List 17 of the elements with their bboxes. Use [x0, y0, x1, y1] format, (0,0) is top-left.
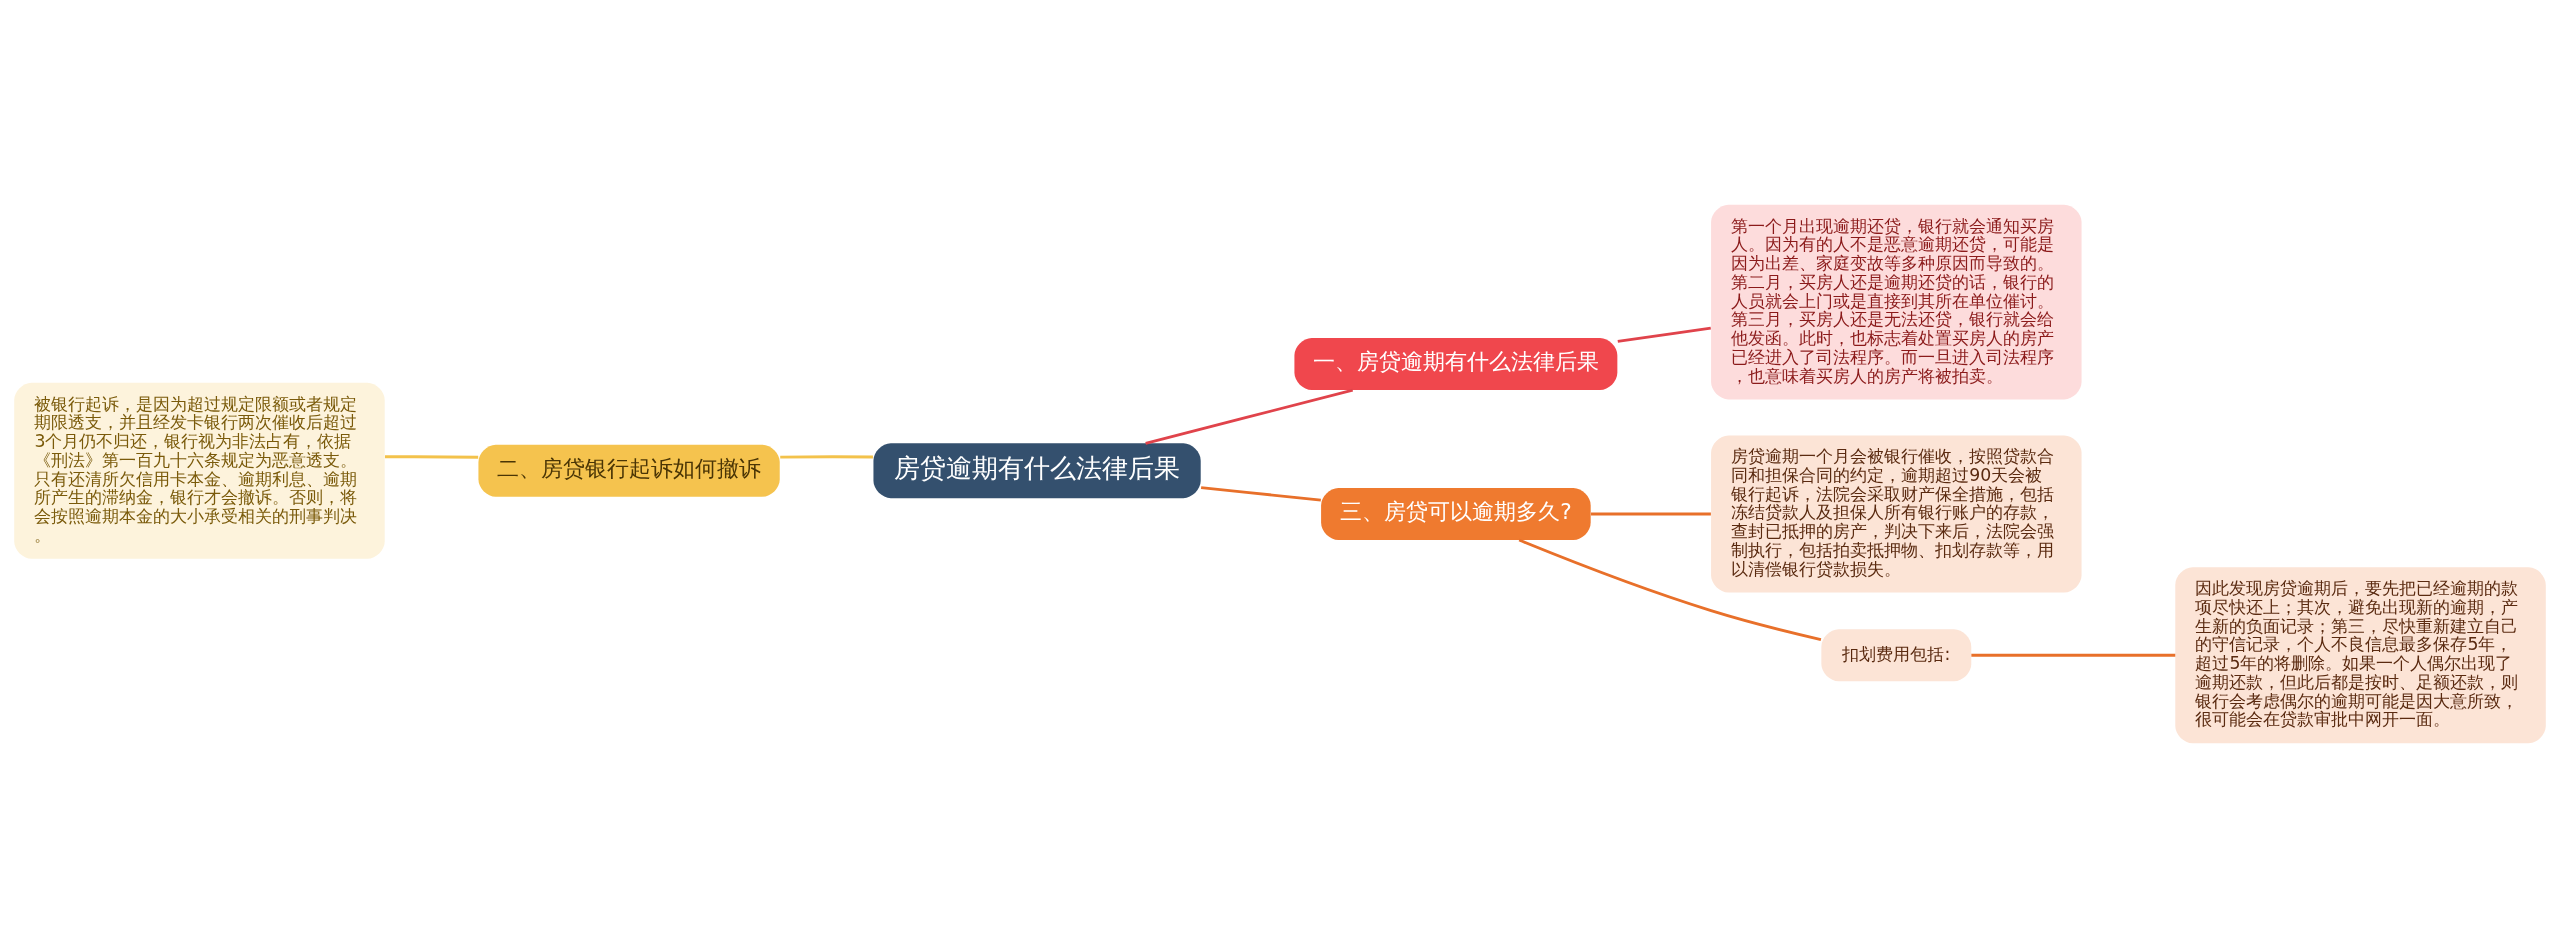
- connector: [384, 454, 479, 459]
- node-box: 因此发现房贷逾期后，要先把已经逾期的款项尽快还上；其次，避免出现新的逾期，产生新的负面记录；第三，尽快重新建立自己的守信记录，个人不良信息最多保存5年，超过5年的将删除。如果一个人偶尔出现了逾期还款，但此后都是按时、足额还款，则银行会考虑偶尔的逾期可能是因大意所致，很可能会在贷款审批中网开一面。: [2175, 566, 2546, 743]
- node-box: 扣划费用包括:: [1821, 628, 1972, 681]
- node-box: 一、房贷逾期有什么法律后果: [1294, 337, 1618, 390]
- node-box: 房贷逾期一个月会被银行催收，按照贷款合同和担保合同的约定，逾期超过90天会被银行起诉，法院会采取财产保全措施，包括冻结贷款人及担保人所有银行账户的存款，查封已抵押的房产，判决下来后，法院会强制执行，包括拍卖抵押物、扣划存款等，用以清偿银行贷款损失。: [1711, 434, 2082, 593]
- node-box: 二、房贷银行起诉如何撤诉: [478, 444, 780, 497]
- connector: [1591, 512, 1711, 515]
- connector: [780, 454, 873, 459]
- node-box: 房贷逾期有什么法律后果: [873, 442, 1201, 498]
- node-box: 第一个月出现逾期还贷，银行就会通知买房人。因为有的人不是恶意逾期还贷，可能是因为出差、家庭变故等多种原因而导致的。第二月，买房人还是逾期还贷的话，银行的人员就会上门或是直接到其所在单位催讨。第三月，买房人还是无法还贷，银行就会给他发函。此时，也标志着处置买房人的房产已经进入了司法程序。而一旦进入司法程序，也意味着买房人的房产将被拍卖。: [1711, 204, 2082, 399]
- connector: [1971, 653, 2176, 657]
- connector: [1145, 388, 1354, 445]
- connector: [1200, 485, 1321, 502]
- node-box: 被银行起诉，是因为超过规定限额或者规定期限透支，并且经发卡银行两次催收后超过3个月仍不归还，银行视为非法占有，依据《刑法》第一百九十六条规定为恶意透支。只有还清所欠信用卡本金、逾期利息、逾期所产生的滞纳金，银行才会撤诉。否则，将会按照逾期本金的大小承受相关的刑事判决。: [14, 382, 385, 559]
- node-box: 三、房贷可以逾期多久?: [1321, 487, 1591, 540]
- connector: [1518, 538, 1822, 641]
- connector: [1617, 326, 1711, 343]
